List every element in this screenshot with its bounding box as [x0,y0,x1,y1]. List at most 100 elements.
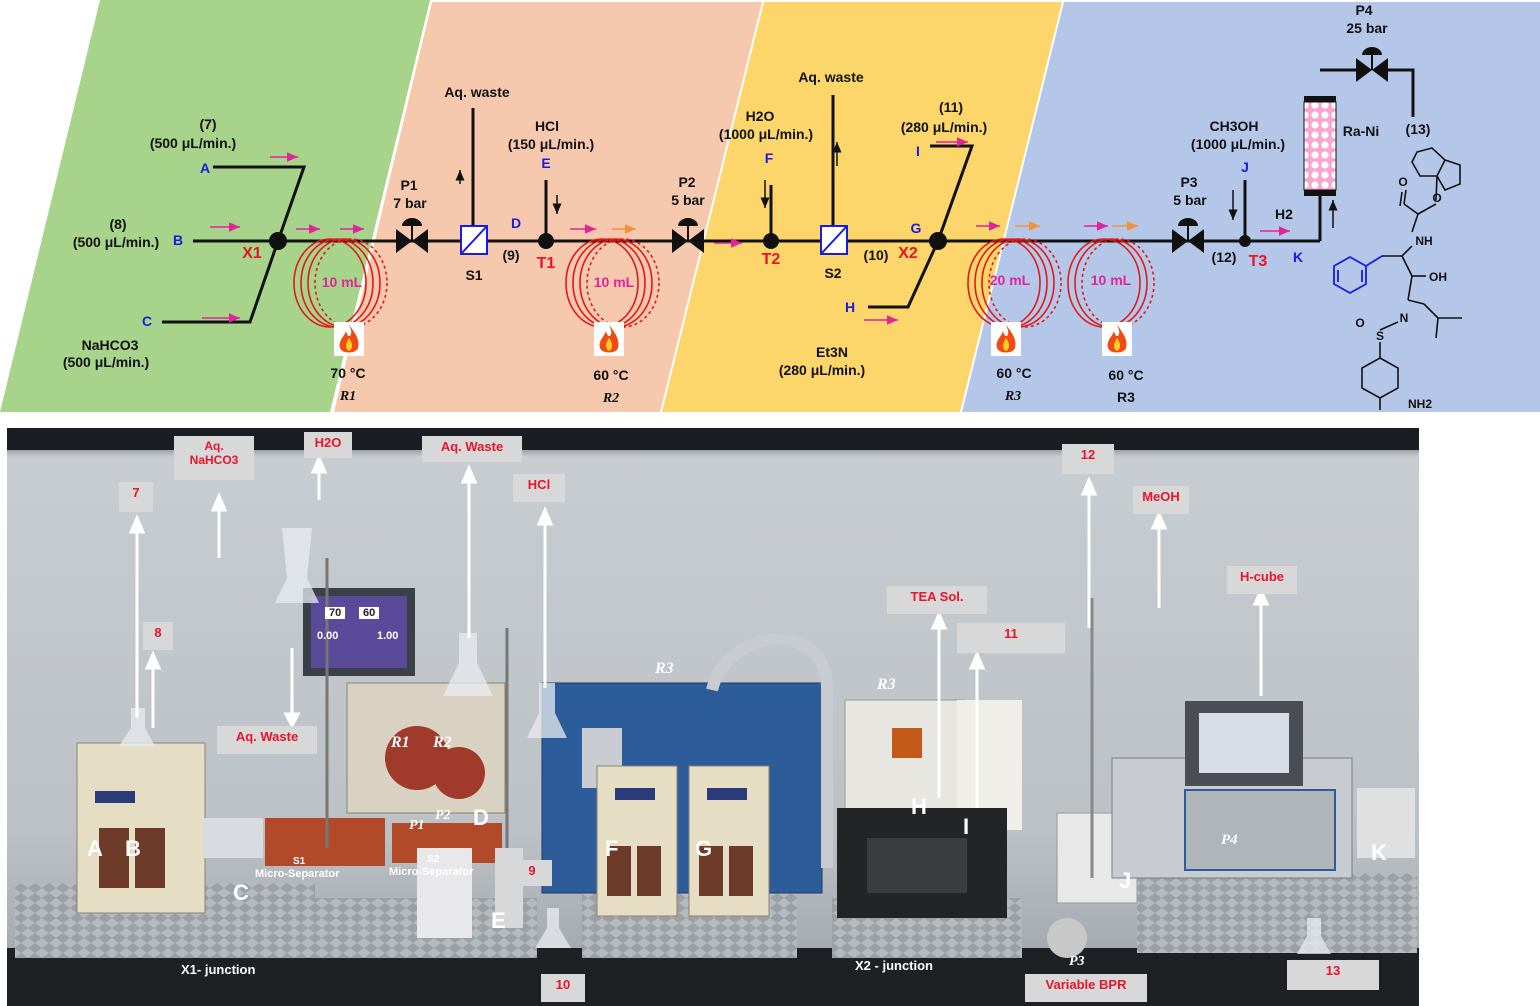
tag-meoh: MeOH [1133,486,1189,514]
tag-11: 11 [957,623,1065,653]
valve-p3-icon [1172,218,1204,253]
p3-pressure: 5 bar [1173,192,1207,208]
stream-7-num: (7) [199,116,216,132]
tag-12: 12 [1062,444,1114,474]
screen-value-3: 0.00 [317,630,339,642]
et3n-flow: (280 μL/min.) [779,362,865,378]
p2-pressure: 5 bar [671,192,705,208]
r3b-volume: 10 mL [1091,272,1132,288]
valve-p4-icon [1356,47,1388,82]
photo-background [7,428,1419,1006]
stream-8-num: (8) [109,216,126,232]
stream-7-flow: (500 μL/min.) [150,135,236,151]
photo-s1: S1 [293,856,306,867]
stream-12-num: (12) [1212,249,1237,265]
t3-label: T3 [1249,253,1268,270]
x1-junction-dot [269,232,287,250]
r2-temp: 60 °C [593,367,628,383]
photo-s2-sub: Micro-Separator [389,866,474,878]
t1-label: T1 [537,255,556,272]
tag-8: 8 [143,622,173,650]
valve-p2-icon [672,218,704,253]
photo-r1: R1 [391,734,410,751]
hcl-flow: (150 μL/min.) [508,136,594,152]
tag-9: 9 [512,860,552,886]
letter-h: H [845,299,855,315]
photo-x1-junction: X1- junction [181,962,256,977]
tag-h-cube: H-cube [1227,566,1297,594]
mol-s: S [1376,329,1384,343]
flame-icon [594,322,624,356]
tag-7: 7 [119,482,153,512]
mol-oh: OH [1429,270,1447,284]
photo-letter-f: F [605,836,619,861]
nahco3-flow: (500 μL/min.) [63,354,149,370]
mol-nh2: NH2 [1408,397,1432,411]
stream-10-num: (10) [864,247,889,263]
r3a-volume: 20 mL [990,272,1031,288]
t2-junction-dot [763,233,779,249]
nahco3-label: NaHCO3 [82,337,139,353]
photo-letter-i: I [963,814,970,839]
tag-h2o: H2O [304,432,352,458]
tag-13: 13 [1287,960,1379,990]
r3a-temp: 60 °C [996,365,1031,381]
photo-letter-j: J [1119,868,1132,893]
tag-variable-bpr: Variable BPR [1025,974,1147,1002]
letter-d: D [511,215,521,231]
et3n-label: Et3N [816,344,848,360]
p3-name: P3 [1180,174,1197,190]
stream-9-num: (9) [502,247,519,263]
screen-value-1: 70 [325,607,346,619]
h2-label: H2 [1275,206,1293,222]
letter-k: K [1293,249,1303,265]
p4-name: P4 [1355,2,1372,18]
mol-n: N [1400,311,1409,325]
letter-f: F [765,150,774,166]
raney-nickel-column [1303,96,1337,196]
hcl-label: HCl [535,118,559,134]
tag-aq-waste-top: Aq. Waste [422,436,522,462]
mol-nh: NH [1415,234,1432,248]
x1-label: X1 [242,245,262,262]
photo-letter-a: A [87,836,103,861]
letter-b: B [173,232,183,248]
flame-icon [334,322,364,356]
photo-p1: P1 [409,818,425,833]
letter-e: E [541,155,550,171]
screen-value-2: 60 [359,607,380,619]
r3b-temp: 60 °C [1108,367,1143,383]
photo-letter-h: H [911,794,927,819]
separator-s2-icon [820,225,848,255]
setup-photo: 70 60 0.00 1.00 7 8 Aq. NaHCO3 H2O Aq. W… [7,428,1419,1006]
s2-label: S2 [824,265,841,281]
x2-label: X2 [898,245,918,262]
tag-aq-waste-left: Aq. Waste [217,726,317,754]
photo-r2: R2 [433,734,452,751]
tag-tea-sol: TEA Sol. [887,586,987,614]
h2o-label: H2O [746,108,775,124]
flow-scheme: (7) (500 μL/min.) A (8) (500 μL/min.) B … [0,0,1540,412]
p4-pressure: 25 bar [1346,20,1388,36]
raney-label: Ra-Ni [1343,123,1380,139]
benzyl-group [1333,255,1383,295]
meoh-flow: (1000 μL/min.) [1191,136,1285,152]
r2-label: R2 [602,391,619,406]
stream-11-flow: (280 μL/min.) [901,119,987,135]
meoh-label: CH3OH [1209,118,1258,134]
photo-letter-k: K [1371,840,1387,865]
letter-j: J [1241,159,1249,175]
zone-blue [962,2,1540,412]
photo-r3b: R3 [877,676,896,693]
photo-letter-d: D [473,805,489,830]
letter-i: I [916,143,920,159]
zone-orange [334,2,762,412]
zone-yellow [662,2,1062,412]
t1-junction-dot [538,233,554,249]
aq-waste-2: Aq. waste [798,69,864,85]
p2-name: P2 [678,174,695,190]
photo-s2: S2 [427,854,440,865]
photo-letter-c: C [233,880,249,905]
photo-p4: P4 [1221,832,1238,848]
letter-g: G [911,220,922,236]
